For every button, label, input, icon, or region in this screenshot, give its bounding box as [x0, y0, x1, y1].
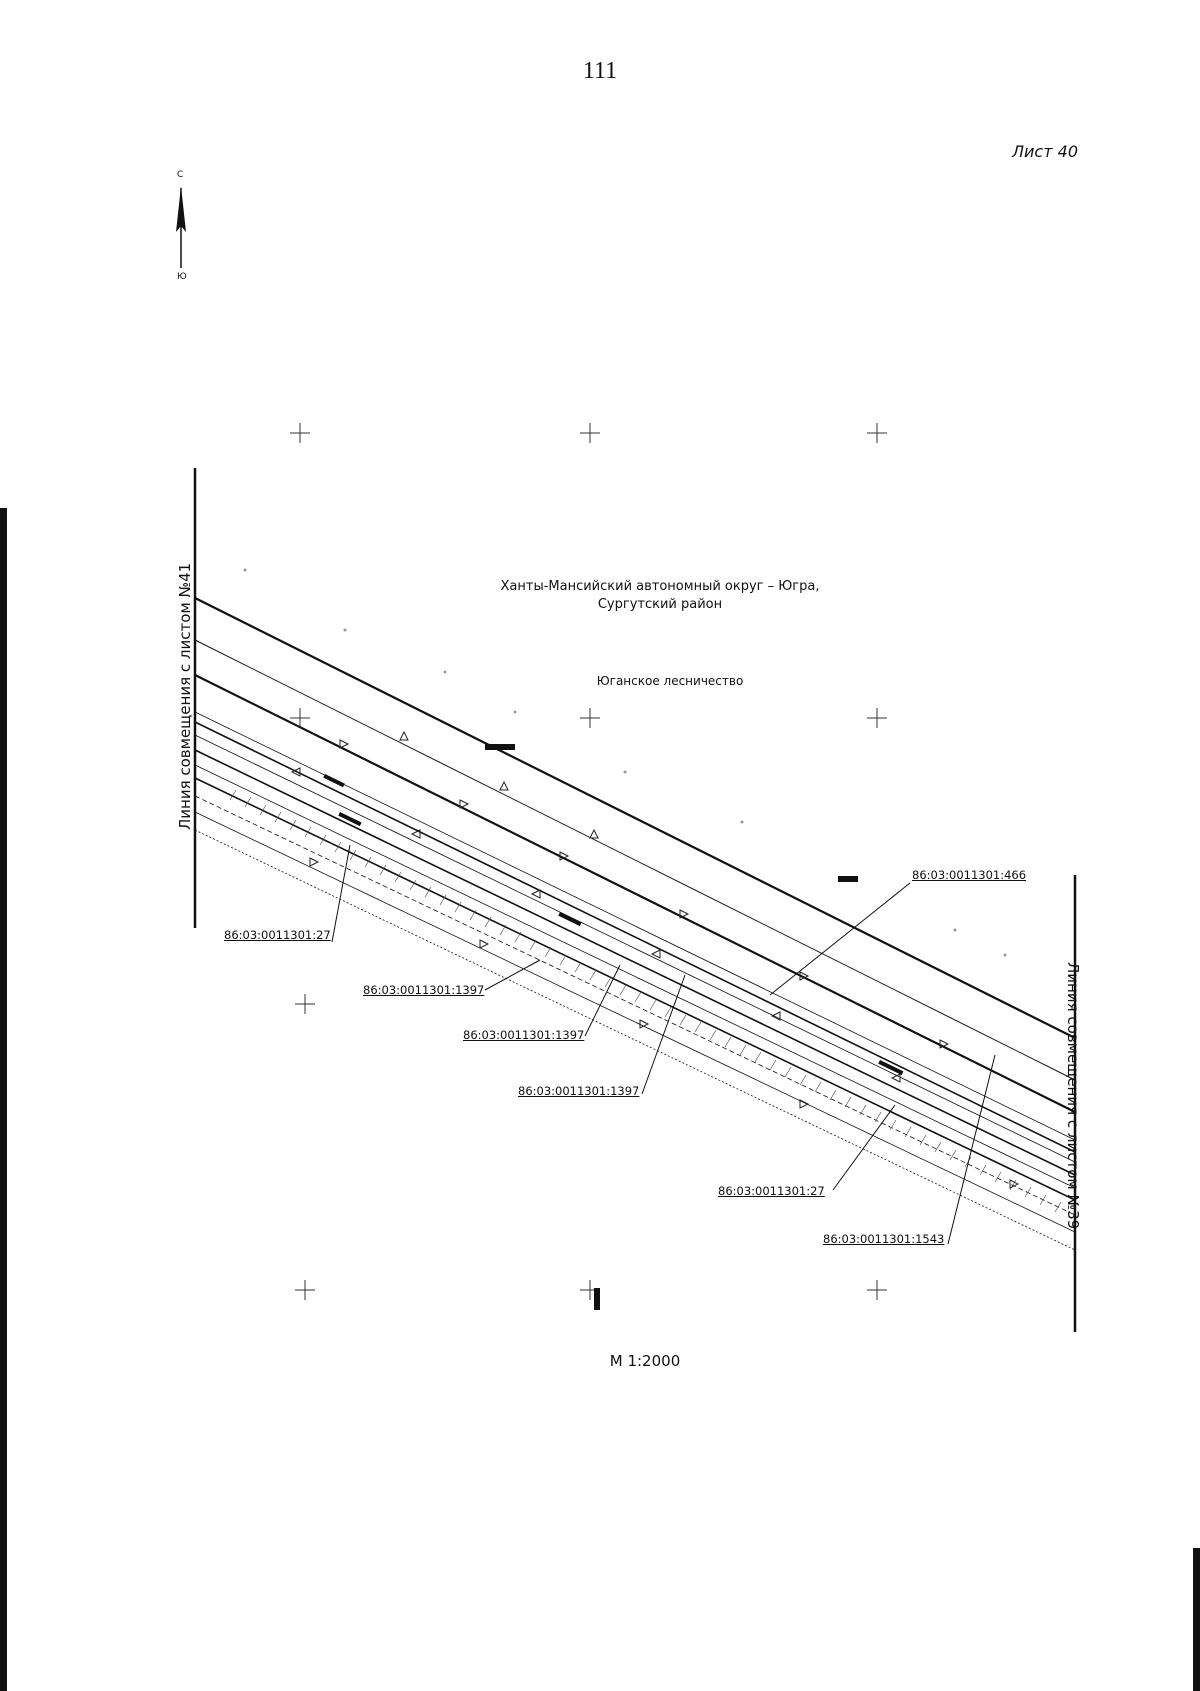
flow-markers: [290, 730, 1020, 1189]
pipeline-corridor: [194, 597, 1076, 1251]
sheet-label: Лист 40: [1012, 142, 1078, 161]
scale-label: М 1:2000: [609, 1352, 681, 1370]
page-number: 111: [582, 58, 618, 84]
parcel-label: 86:03:0011301:1397: [518, 1084, 640, 1098]
parcel-label: 86:03:0011301:1543: [823, 1232, 945, 1246]
forestry-name: Юганское лесничество: [596, 674, 744, 688]
scan-edge-right: [1193, 1548, 1200, 1691]
scan-edge-left: [0, 508, 7, 1691]
region-line-1: Ханты-Мансийский автономный округ – Югра…: [500, 579, 820, 594]
match-line-left-label: Линия совмещения с листом №41: [176, 562, 194, 830]
parcel-label: 86:03:0011301:1397: [363, 983, 485, 997]
north-arrow-icon: [176, 186, 186, 268]
parcel-label: 86:03:0011301:27: [224, 928, 331, 942]
match-line-right-label: Линия совмещения с листом №39: [1064, 962, 1082, 1230]
region-name: Ханты-Мансийский автономный округ – Югра…: [460, 578, 860, 614]
parcel-label: 86:03:0011301:27: [718, 1184, 825, 1198]
grid-crosses: [290, 423, 887, 1300]
survey-points: [243, 568, 1007, 957]
pipeline-labels-graphic: [323, 744, 904, 1310]
parcel-leaders: [331, 844, 996, 1245]
region-line-2: Сургутский район: [597, 597, 723, 612]
north-letter: С: [177, 170, 184, 180]
south-letter: Ю: [177, 272, 187, 282]
parcel-label: 86:03:0011301:466: [912, 868, 1027, 882]
parcel-label: 86:03:0011301:1397: [463, 1028, 585, 1042]
